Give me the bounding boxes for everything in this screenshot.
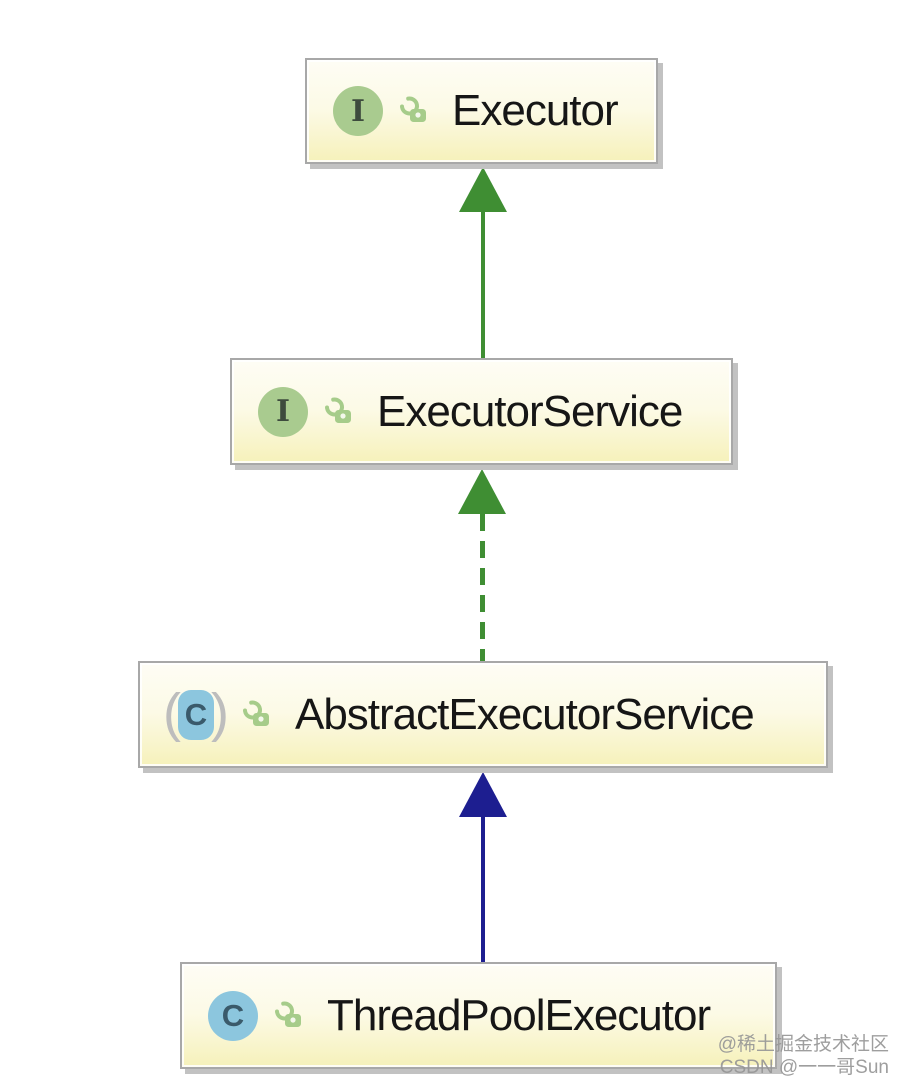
implements-arrowhead-icon — [458, 469, 506, 514]
interface-icon: I — [333, 86, 383, 136]
interface-icon: I — [258, 386, 308, 437]
class-name-label: ExecutorService — [377, 386, 683, 436]
inheritance-arrowhead-icon — [459, 167, 507, 212]
class-name-label: Executor — [452, 86, 619, 135]
public-unlocked-icon — [400, 96, 426, 122]
class-name-label: AbstractExecutorService — [294, 689, 755, 739]
edge-line-dashed-green — [480, 514, 485, 661]
class-node-executorservice[interactable]: I ExecutorService — [230, 358, 733, 465]
public-unlocked-icon — [325, 397, 351, 423]
class-node-executor[interactable]: I Executor — [305, 58, 658, 164]
edge-line-solid-green — [481, 211, 485, 358]
watermark-line-juejin: @稀土掘金技术社区 — [717, 1034, 889, 1055]
watermark-line-csdn: CSDN @一一哥Sun — [719, 1057, 889, 1078]
inheritance-arrowhead-icon — [459, 772, 507, 817]
watermark: @稀土掘金技术社区 CSDN @一一哥Sun — [718, 1033, 889, 1079]
class-icon: C — [208, 990, 258, 1041]
public-unlocked-icon — [242, 700, 269, 726]
public-unlocked-icon — [275, 1001, 301, 1027]
class-name-label: ThreadPoolExecutor — [327, 990, 711, 1040]
class-node-threadpoolexecutor[interactable]: C ThreadPoolExecutor — [180, 962, 777, 1069]
edge-line-solid-navy — [481, 816, 485, 962]
class-node-abstractexecutorservice[interactable]: ( C ) AbstractExecutorService — [138, 661, 828, 768]
abstract-class-icon: ( C ) — [163, 682, 229, 743]
